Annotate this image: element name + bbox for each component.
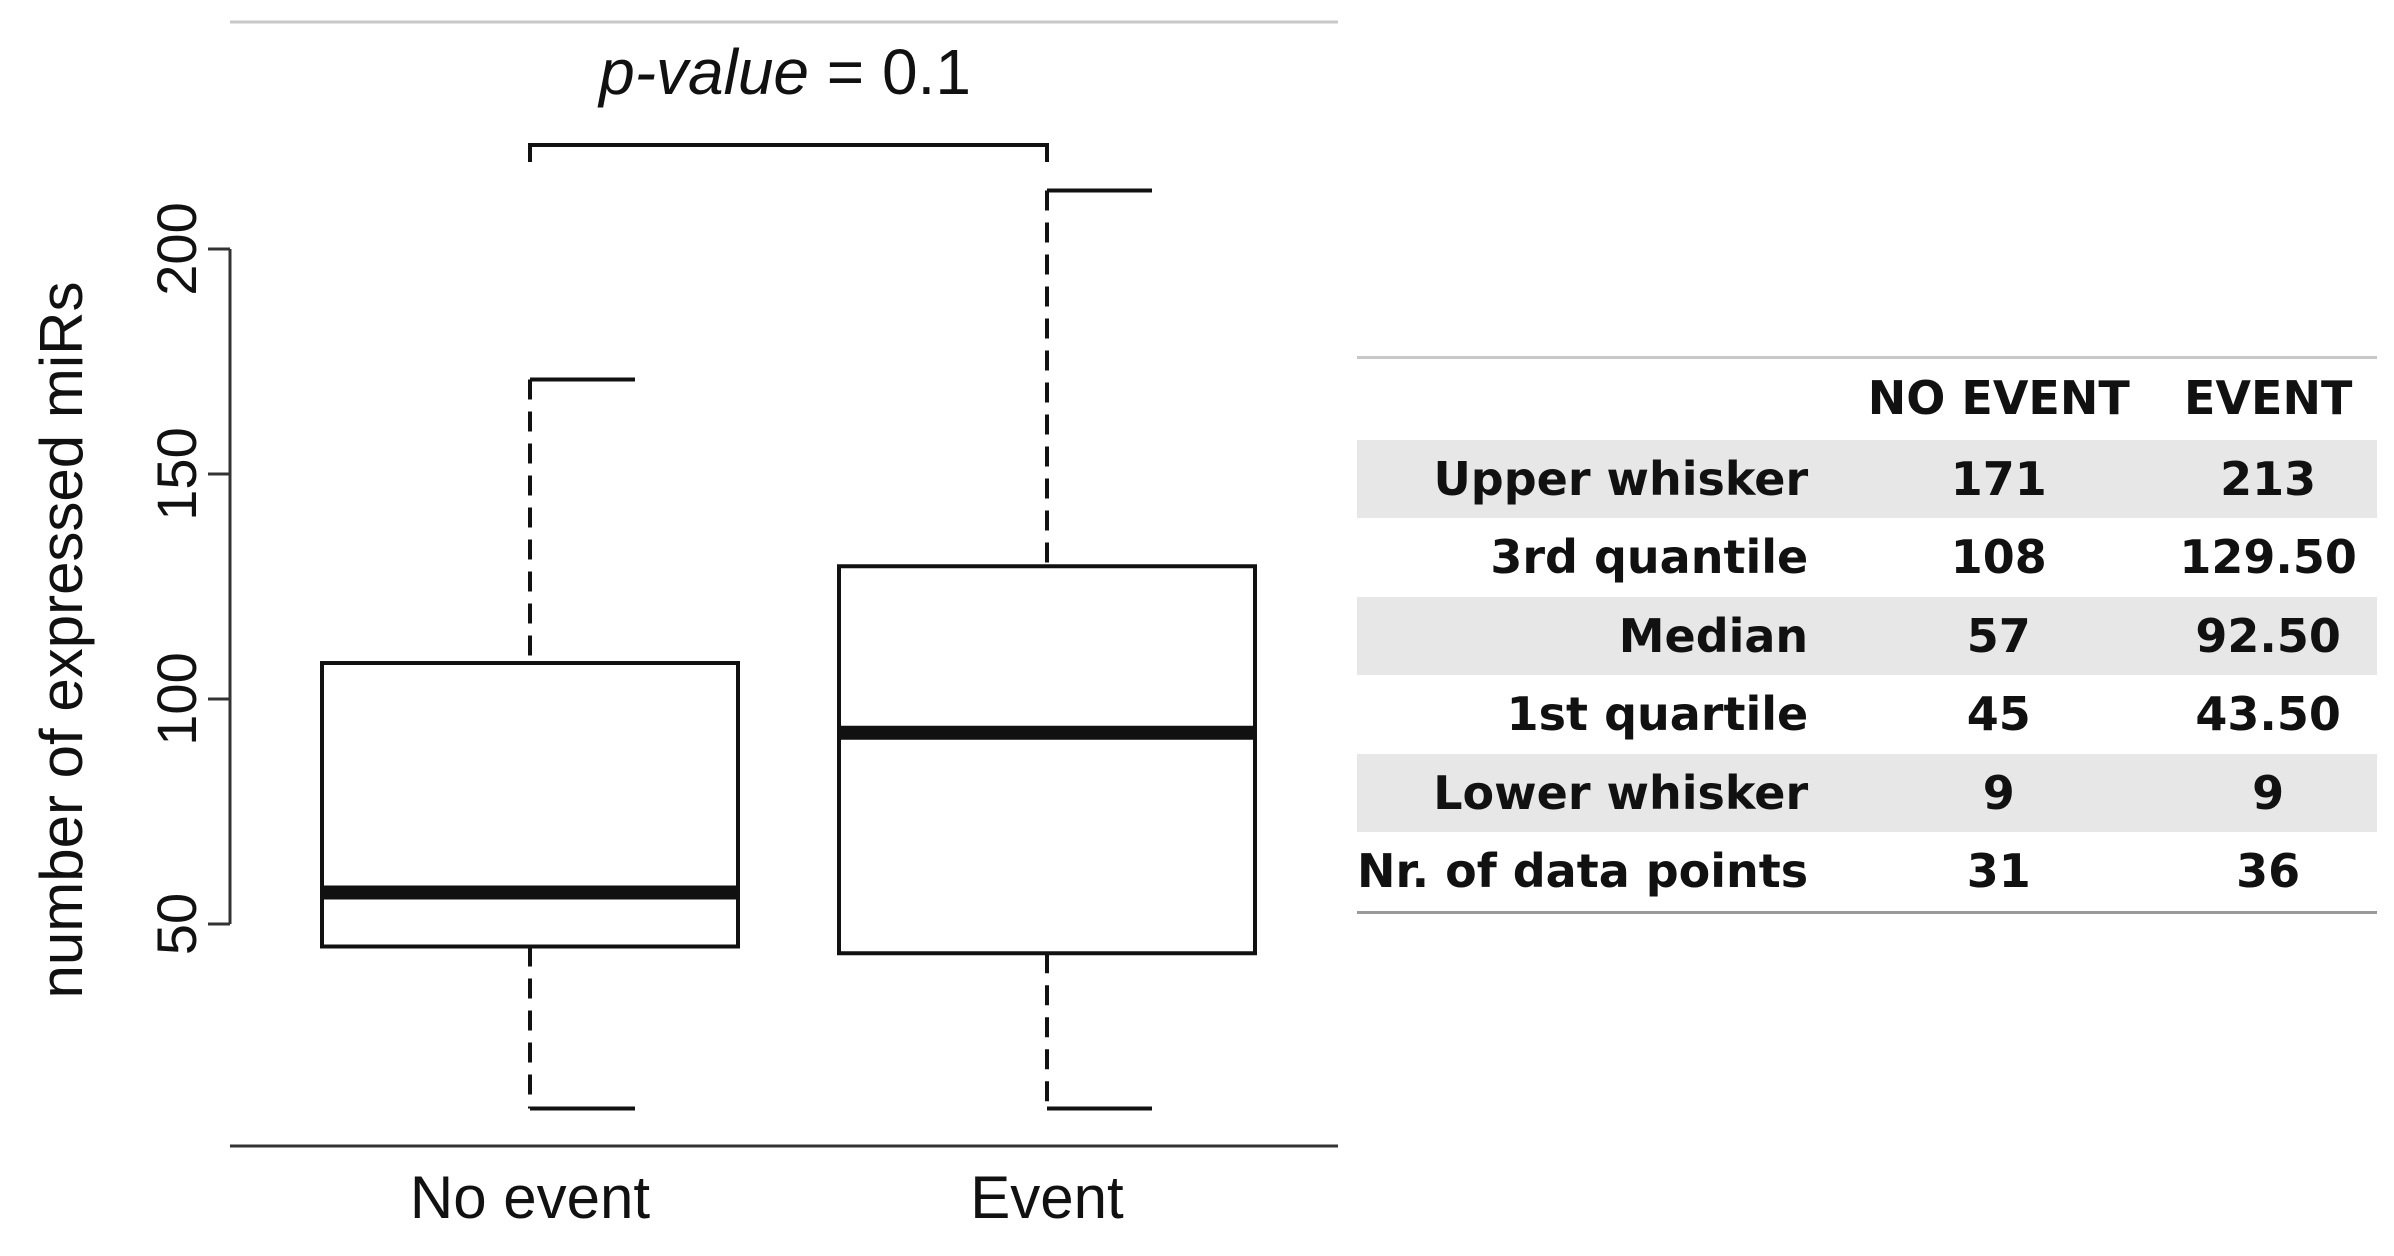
table-row: Upper whisker 171 213 [1357,438,2377,518]
cell-no-event: 57 [1966,608,2031,663]
row-label: Lower whisker [1433,765,1809,820]
box-group [320,377,740,1111]
cell-no-event: 9 [1982,765,2015,820]
table-header-no-event: NO EVENT [1867,371,2130,426]
row-label: Upper whisker [1433,451,1809,506]
bracket-path [528,143,1049,162]
table-row: Median 57 92.50 [1357,596,2377,675]
pvalue-annotation: p-value = 0.1 [597,36,971,108]
pvalue-value: = 0.1 [809,36,971,108]
row-label: 3rd quantile [1490,530,1809,585]
iqr-box [320,661,740,949]
pvalue-label: p-value [597,36,809,108]
x-tick-label: No event [410,1164,650,1231]
table-row: 1st quartile 45 43.50 [1357,675,2377,754]
cell-no-event: 171 [1950,451,2047,506]
cell-event: 43.50 [2195,687,2341,742]
cell-no-event: 31 [1966,844,2031,899]
table-header-corner [1357,358,1838,439]
y-tick-label: 200 [145,202,208,295]
cell-event: 92.50 [2195,608,2341,663]
cell-event: 36 [2236,844,2301,899]
y-axis: 50 100 150 200 [145,202,232,955]
boxplot-chart: p-value = 0.1 50 100 150 200 number of expr… [28,20,1338,1231]
x-tick-label: Event [970,1164,1124,1231]
significance-bracket [528,143,1049,162]
y-tick-label: 150 [145,427,208,520]
cell-event: 9 [2252,765,2285,820]
box-group [837,188,1257,1111]
cell-event: 129.50 [2179,530,2357,585]
table-header-event: EVENT [2184,371,2353,426]
table-row: 3rd quantile 108 129.50 [1357,518,2377,597]
y-tick-label: 50 [145,893,208,955]
y-tick-label: 100 [145,652,208,745]
cell-event: 213 [2220,451,2317,506]
row-label: Median [1618,608,1809,663]
cell-no-event: 108 [1950,530,2047,585]
table-row: Nr. of data points 31 36 [1357,832,2377,912]
summary-statistics-table: NO EVENT EVENT Upper whisker 171 213 3rd… [1357,356,2377,914]
boxes [320,188,1257,1111]
row-label: Nr. of data points [1357,844,1809,899]
table-row: Lower whisker 9 9 [1357,753,2377,832]
y-axis-title: number of expressed miRs [28,282,95,999]
x-axis-labels: No event Event [410,1164,1124,1231]
row-label: 1st quartile [1506,687,1809,742]
table-header-row: NO EVENT EVENT [1357,358,2377,439]
iqr-box [837,564,1257,956]
cell-no-event: 45 [1966,687,2031,742]
